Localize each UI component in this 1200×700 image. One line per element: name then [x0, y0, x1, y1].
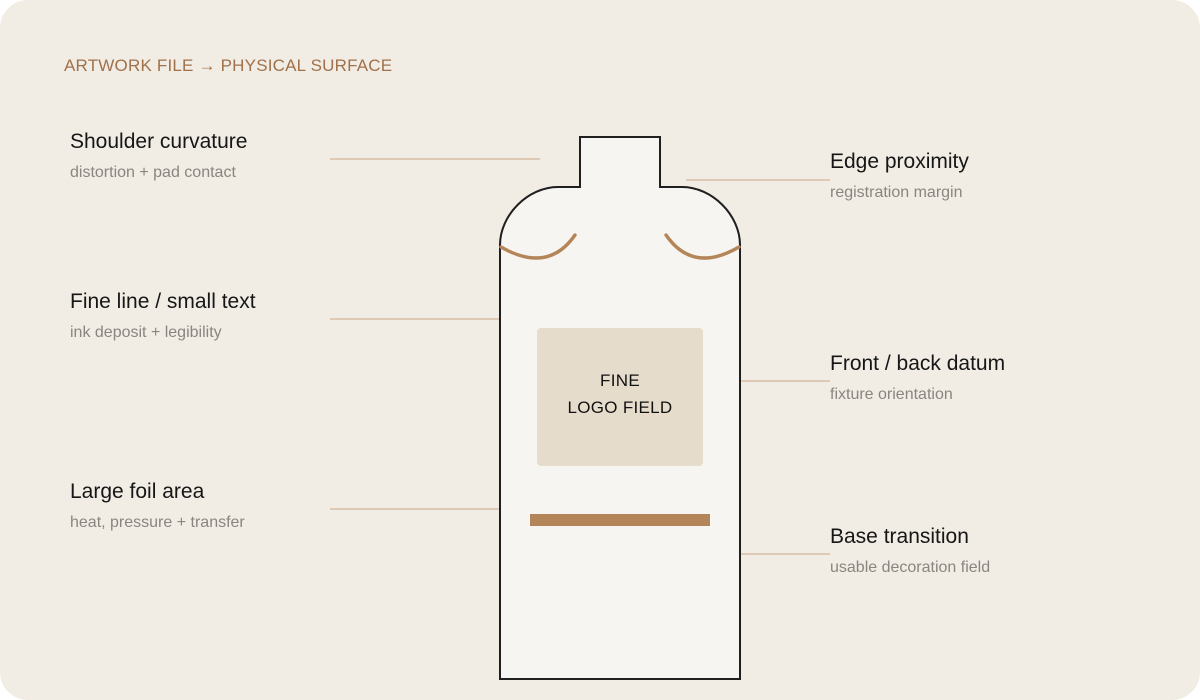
- callout-subtitle: ink deposit + legibility: [70, 324, 222, 341]
- callout-edge-proximity: Edge proximity registration margin: [830, 150, 969, 203]
- callout-title: Large foil area: [70, 480, 205, 503]
- diagram-eyebrow-title: ARTWORK FILE → PHYSICAL SURFACE: [64, 56, 393, 75]
- logo-field-label-line2: LOGO FIELD: [567, 398, 672, 417]
- callout-front-back-datum: Front / back datum fixture orientation: [830, 352, 1005, 405]
- callout-title: Edge proximity: [830, 150, 969, 173]
- callout-title: Front / back datum: [830, 352, 1006, 375]
- logo-field-label-line1: FINE: [600, 371, 640, 390]
- foil-band: [530, 514, 710, 526]
- callout-large-foil: Large foil area heat, pressure + transfe…: [70, 480, 245, 533]
- callout-title: Fine line / small text: [70, 290, 256, 313]
- callout-base-transition: Base transition usable decoration field: [830, 525, 990, 578]
- callout-shoulder-curvature: Shoulder curvature distortion + pad cont…: [70, 130, 247, 183]
- callout-fine-line: Fine line / small text ink deposit + leg…: [70, 290, 256, 343]
- callout-subtitle: heat, pressure + transfer: [70, 514, 245, 531]
- callout-subtitle: registration margin: [830, 184, 963, 201]
- callout-subtitle: fixture orientation: [830, 386, 953, 403]
- callout-subtitle: distortion + pad contact: [70, 164, 236, 181]
- callout-title: Shoulder curvature: [70, 130, 248, 153]
- logo-field: [537, 328, 703, 466]
- callout-subtitle: usable decoration field: [830, 559, 991, 576]
- callout-title: Base transition: [830, 525, 969, 548]
- shoulder-curve-left: [499, 233, 577, 260]
- shoulder-curve-right: [664, 233, 741, 260]
